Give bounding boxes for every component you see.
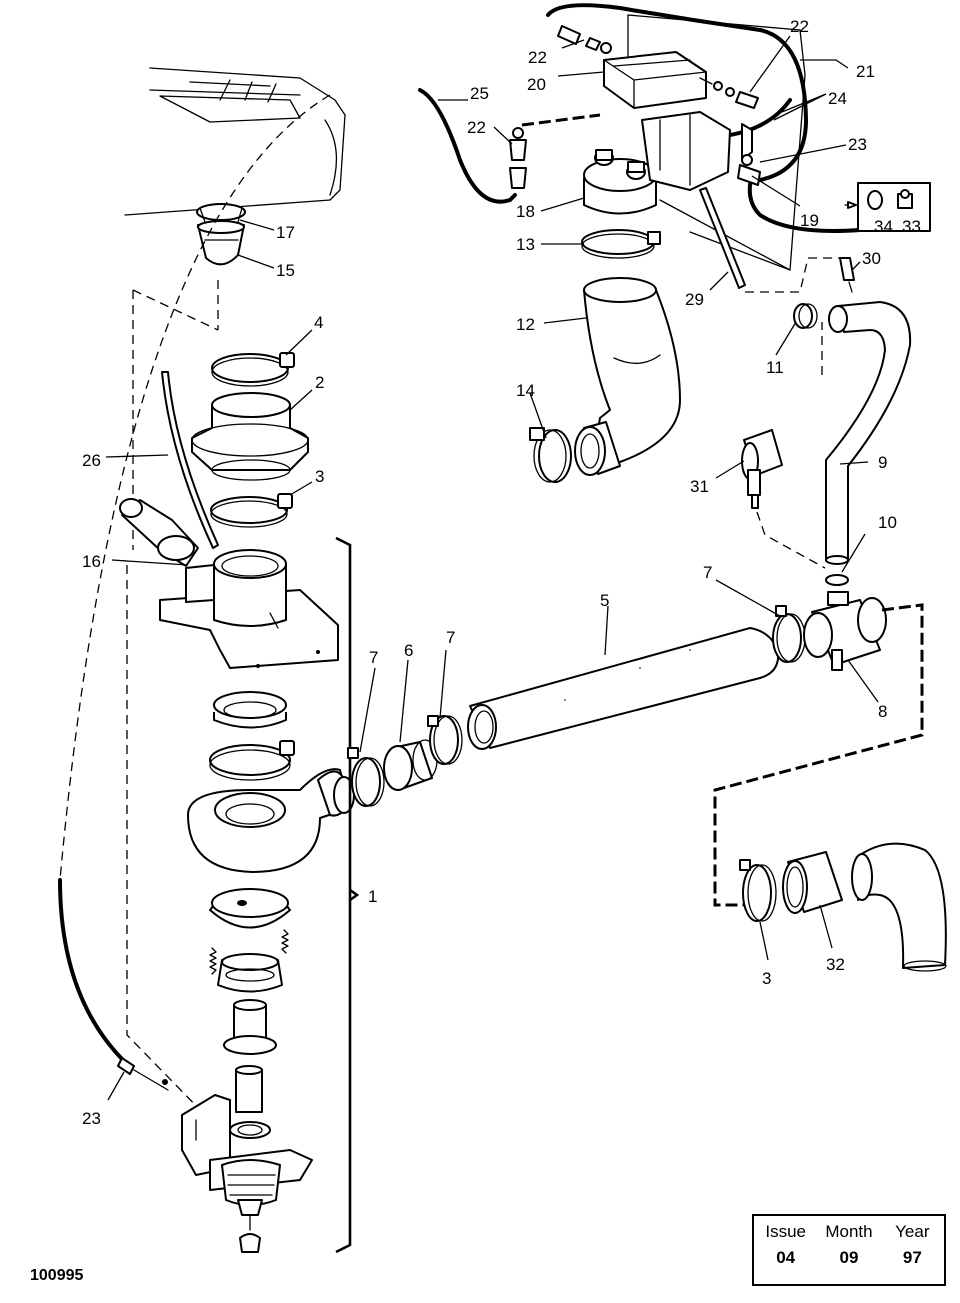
label-22-c: 22 — [467, 118, 486, 137]
part-25-fuel-line — [418, 88, 517, 204]
part-9-hose — [825, 301, 912, 565]
part-5-hose — [467, 627, 780, 750]
part-29-rod — [699, 187, 746, 289]
item-1-bracket — [335, 536, 352, 1254]
label-11: 11 — [766, 358, 784, 377]
label-9: 9 — [878, 453, 887, 472]
label-22-a: 22 — [528, 48, 547, 67]
label-19: 19 — [800, 211, 819, 230]
part-7-clamp-right — [427, 715, 463, 765]
spring-right — [281, 929, 289, 954]
label-7-mid: 7 — [446, 628, 455, 647]
heater-mount-bracket — [159, 549, 339, 669]
label-7-right: 7 — [703, 563, 712, 582]
part-8-tee — [803, 591, 887, 671]
label-15: 15 — [276, 261, 295, 280]
part-20-control-box — [603, 51, 707, 109]
label-25: 25 — [470, 84, 489, 103]
burner-stack — [217, 953, 283, 1139]
part-11-clamp — [793, 303, 818, 329]
label-31: 31 — [690, 477, 709, 496]
part-3-clamp-lower-right — [739, 859, 777, 922]
label-7-left: 7 — [369, 648, 378, 667]
duct-housing — [124, 67, 346, 216]
part-32-connector — [782, 851, 843, 914]
hose-end-14 — [574, 421, 621, 476]
year-value: 97 — [902, 1248, 922, 1267]
outlet-elbow — [851, 842, 947, 972]
label-21: 21 — [856, 62, 875, 81]
part-23-cable-lower — [58, 878, 130, 1067]
label-32: 32 — [826, 955, 845, 974]
part-31-elbow — [741, 429, 783, 509]
label-26: 26 — [82, 451, 101, 470]
seal-ring — [213, 691, 287, 729]
label-3-upper: 3 — [315, 467, 324, 486]
issue-value: 04 — [776, 1248, 796, 1267]
label-13: 13 — [516, 235, 535, 254]
bottom-bracket — [181, 1094, 313, 1253]
part-26-tube — [161, 371, 219, 549]
year-header: Year — [895, 1222, 930, 1241]
label-14: 14 — [516, 381, 535, 400]
label-22-b: 22 — [790, 17, 809, 36]
part-3-clamp-lower-left — [209, 740, 295, 781]
label-24: 24 — [828, 89, 847, 108]
part-12-hose — [583, 277, 681, 466]
part-22-connector-right — [735, 91, 759, 109]
part-22-connector-upper — [557, 25, 581, 45]
label-30: 30 — [862, 249, 881, 268]
year-column: Year 97 — [881, 1216, 944, 1284]
month-column: Month 09 — [817, 1216, 880, 1284]
label-5: 5 — [600, 591, 609, 610]
pump-body — [641, 111, 753, 191]
part-17-clamp — [196, 203, 246, 223]
label-10: 10 — [878, 513, 897, 532]
label-3-lower: 3 — [762, 969, 771, 988]
part-6-connector — [383, 739, 438, 791]
issue-column: Issue 04 — [754, 1216, 817, 1284]
part-16-elbow — [119, 498, 199, 567]
part-24-cable — [747, 173, 862, 233]
part-14-clamp — [529, 427, 572, 483]
part-10-clamp — [825, 574, 849, 586]
part-4-clamp — [211, 352, 295, 387]
part-19-sensor — [737, 164, 761, 186]
part-15-outlet — [197, 220, 245, 266]
heater-body — [187, 768, 355, 873]
part-21-cable — [546, 3, 809, 182]
label-4: 4 — [314, 313, 323, 332]
part-7-clamp-left — [347, 747, 385, 807]
part-3-clamp-upper — [210, 493, 293, 528]
label-12: 12 — [516, 315, 535, 334]
part-30-fitting — [839, 257, 855, 281]
label-6: 6 — [404, 641, 413, 660]
label-1: 1 — [368, 887, 377, 906]
issue-table: Issue 04 Month 09 Year 97 — [752, 1214, 946, 1286]
month-value: 09 — [839, 1248, 859, 1267]
label-29: 29 — [685, 290, 704, 309]
label-8: 8 — [878, 702, 887, 721]
label-18: 18 — [516, 202, 535, 221]
label-2: 2 — [315, 373, 324, 392]
label-23-lower: 23 — [82, 1109, 101, 1128]
part-22-fitting-left — [509, 139, 527, 161]
label-23-upper: 23 — [848, 135, 867, 154]
label-20: 20 — [527, 75, 546, 94]
label-16: 16 — [82, 552, 101, 571]
part-13-clamp — [581, 229, 661, 259]
spring-left — [209, 947, 217, 975]
screw-small — [162, 1079, 168, 1085]
part-33-34-box — [857, 182, 931, 232]
part-18-pump-head — [583, 149, 657, 215]
month-header: Month — [825, 1222, 873, 1241]
fan-disc — [209, 888, 291, 929]
label-17: 17 — [276, 223, 295, 242]
label-34: 34 — [874, 217, 893, 236]
issue-header: Issue — [765, 1222, 806, 1241]
part-2-coupling — [191, 392, 309, 481]
drawing-number: 100995 — [30, 1267, 84, 1284]
label-33: 33 — [902, 217, 921, 236]
